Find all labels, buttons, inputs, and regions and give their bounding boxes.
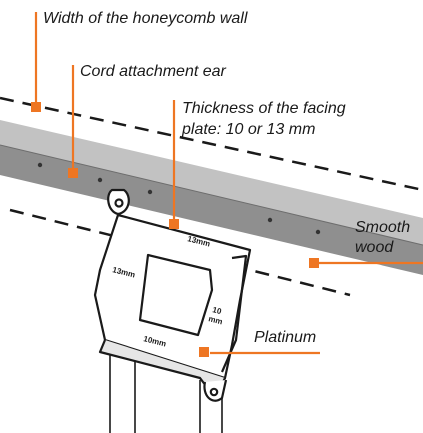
callouts: [31, 12, 423, 357]
callout-marker-facing-plate: [169, 219, 179, 229]
label-honeycomb-wall-width: Width of the honeycomb wall: [43, 10, 248, 27]
callout-marker-smooth-wood: [309, 258, 319, 268]
plate-opening: [138, 253, 214, 337]
beam-edge: [0, 144, 423, 246]
cord-ear-hole: [114, 198, 124, 208]
callout-marker-platinum: [199, 347, 209, 357]
label-platinum: Platinum: [254, 329, 317, 346]
beam-hole: [97, 177, 103, 183]
callout-marker-cord-ear: [68, 168, 78, 178]
wall-piece-edges: [109, 340, 223, 433]
callout-marker-wall-width: [31, 102, 41, 112]
label-smooth-wood-line2: wood: [355, 239, 394, 256]
beam-hole: [267, 217, 273, 223]
label-facing-plate-thickness-line2: plate: 10 or 13 mm: [182, 121, 316, 138]
wall-piece: [109, 340, 223, 433]
beam-hole: [315, 229, 321, 235]
plate-side-edge: [220, 254, 248, 373]
facing-plate: [93, 188, 252, 402]
dim-right-value: 10: [212, 305, 223, 316]
beam-hole: [37, 162, 43, 168]
beam-front-face: [0, 145, 423, 275]
beam-top-face: [0, 120, 423, 245]
dim-right-unit: mm: [208, 314, 224, 326]
honeycomb-wall-dashed-lines: [0, 96, 423, 297]
cord-ear-bottom-hole: [209, 387, 219, 397]
label-facing-plate-thickness-line1: Thickness of the facing: [182, 100, 346, 117]
label-cord-attachment-ear: Cord attachment ear: [80, 63, 226, 80]
label-smooth-wood-line1: Smooth: [355, 219, 411, 236]
beam-hole: [147, 189, 153, 195]
wall-edge-bottom: [9, 208, 351, 297]
beam: [0, 120, 423, 275]
wall-edge-top: [0, 96, 423, 192]
